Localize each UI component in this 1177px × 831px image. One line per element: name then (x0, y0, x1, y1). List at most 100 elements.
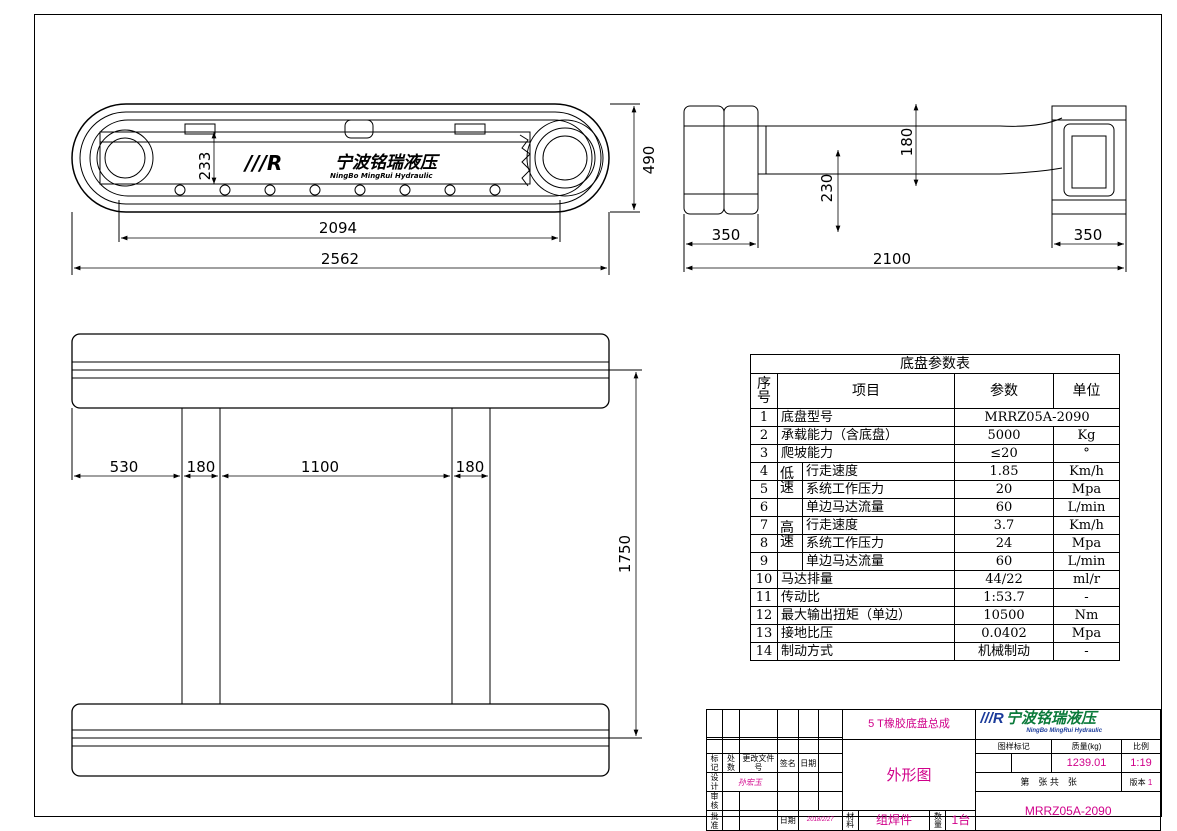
dim-1100: 1100 (301, 458, 339, 476)
table-row: 8 高速 系统工作压力 24 Mpa (750, 521, 1120, 553)
rev-header: 标记 (706, 753, 723, 773)
row-no: 6 (750, 498, 778, 517)
rev-header: 日期 (797, 753, 819, 773)
side-logo-en: NingBo MingRui Hydraulic (330, 172, 433, 180)
dim-490: 490 (640, 146, 658, 175)
table-row: 4 行走速度 1.85 Km/h (750, 462, 1120, 481)
designer-signature: 孙宏玉 (721, 772, 778, 792)
version-value: 1 (1147, 777, 1153, 787)
row-value: 24 (954, 534, 1054, 553)
row-no: 10 (750, 570, 778, 589)
mass-label: 质量(kg) (1051, 739, 1122, 754)
row-no: 14 (750, 642, 778, 661)
row-item: 接地比压 (777, 624, 955, 643)
row-no: 11 (750, 588, 778, 607)
row-item: 底盘型号 (777, 408, 955, 427)
row-no: 7 (750, 516, 778, 535)
row-unit: Kg (1053, 426, 1120, 445)
row-no: 12 (750, 606, 778, 625)
table-row: 14 制动方式 机械制动 - (750, 642, 1120, 661)
table-row: 10 马达排量 44/22 ml/r (750, 570, 1120, 589)
row-unit: ml/r (1053, 570, 1120, 589)
mark-label: 图样标记 (975, 739, 1053, 754)
logo-mark: ///R (980, 709, 1004, 727)
row-no: 2 (750, 426, 778, 445)
row-item: 制动方式 (777, 642, 955, 661)
row-value: 0.0402 (954, 624, 1054, 643)
row-unit: Mpa (1053, 624, 1120, 643)
row-unit: Km/h (1053, 462, 1120, 481)
dim-1750: 1750 (616, 535, 634, 573)
rev-header: 处数 (721, 753, 740, 773)
high-speed-label: 高速 (778, 521, 803, 552)
drawing-name: 外形图 (841, 739, 977, 811)
header-item: 项目 (777, 373, 955, 409)
version-cell: 版本 1 (1120, 772, 1162, 792)
dim-180-b: 180 (456, 458, 485, 476)
row-item: 系统工作压力 (806, 535, 885, 551)
drawing-number: MRRZ05A-2090 (975, 791, 1161, 831)
row-unit: Km/h (1053, 516, 1120, 535)
dim-2562: 2562 (321, 250, 359, 268)
row-no: 1 (750, 408, 778, 427)
scale-label: 比例 (1120, 739, 1162, 754)
row-unit: ° (1053, 444, 1120, 463)
material-value: 组焊件 (857, 810, 931, 831)
logo-en: NingBo MingRui Hydraulic (1026, 727, 1103, 734)
row-no: 13 (750, 624, 778, 643)
row-unit: Mpa (1053, 534, 1120, 553)
table-row: 5 低速 系统工作压力 20 Mpa (750, 467, 1120, 499)
low-speed-label: 低速 (778, 467, 803, 498)
title-block: 5 T橡胶底盘总成 ///R 宁波铭瑞液压 NingBo MingRui Hyd… (706, 709, 1162, 831)
dim-350-right: 350 (1074, 226, 1103, 244)
row-value: ≤20 (954, 444, 1054, 463)
rev-header: 更改文件号 (738, 753, 778, 773)
table-row: 6 单边马达流量 60 L/min (750, 498, 1120, 517)
parameter-table: 底盘参数表 序号 项目 参数 单位 1 底盘型号 MRRZ05A-2090 2 … (750, 354, 1120, 661)
table-row: 11 传动比 1:53.7 - (750, 588, 1120, 607)
row-unit: - (1053, 588, 1120, 607)
table-row: 7 行走速度 3.7 Km/h (750, 516, 1120, 535)
row-unit: - (1053, 642, 1120, 661)
logo-cn: 宁波铭瑞液压 (1005, 709, 1096, 727)
side-logo-mark: ///R (243, 151, 282, 175)
param-table-title: 底盘参数表 (750, 354, 1120, 374)
row-value: 60 (954, 498, 1054, 517)
dim-180-end: 180 (898, 128, 916, 157)
row-item: 行走速度 (806, 517, 859, 533)
dim-2100: 2100 (873, 250, 911, 268)
row-item: 承载能力（含底盘） (777, 426, 955, 445)
row-no: 9 (750, 552, 778, 571)
row-value: 60 (954, 552, 1054, 571)
header-seq: 序号 (750, 373, 778, 409)
design-label: 设计 (706, 772, 723, 792)
header-value: 参数 (954, 373, 1054, 409)
rev-header: 签名 (776, 753, 799, 773)
row-unit: L/min (1053, 552, 1120, 571)
qty-value: 1台 (945, 810, 977, 831)
row-item: 传动比 (777, 588, 955, 607)
row-unit: Nm (1053, 606, 1120, 625)
assembly-name: 5 T橡胶底盘总成 (841, 709, 977, 740)
table-row: 3 爬坡能力 ≤20 ° (750, 444, 1120, 463)
table-row: 12 最大输出扭矩（单边） 10500 Nm (750, 606, 1120, 625)
qty-label: 数量 (929, 810, 947, 831)
table-row: 2 承载能力（含底盘） 5000 Kg (750, 426, 1120, 445)
dim-230: 230 (818, 174, 836, 203)
dim-233: 233 (196, 152, 214, 181)
version-label: 版本 (1129, 777, 1146, 787)
row-value: 3.7 (954, 516, 1054, 535)
sheet-count: 第 张 共 张 (975, 772, 1122, 792)
row-no: 5 (750, 480, 778, 499)
row-item: 单边马达流量 (806, 499, 885, 515)
row-value: MRRZ05A-2090 (954, 408, 1120, 427)
row-value: 20 (954, 480, 1054, 499)
row-unit: L/min (1053, 498, 1120, 517)
header-unit: 单位 (1053, 373, 1120, 409)
row-value: 10500 (954, 606, 1054, 625)
row-item: 爬坡能力 (777, 444, 955, 463)
row-value: 1:53.7 (954, 588, 1054, 607)
row-item: 最大输出扭矩（单边） (777, 606, 955, 625)
